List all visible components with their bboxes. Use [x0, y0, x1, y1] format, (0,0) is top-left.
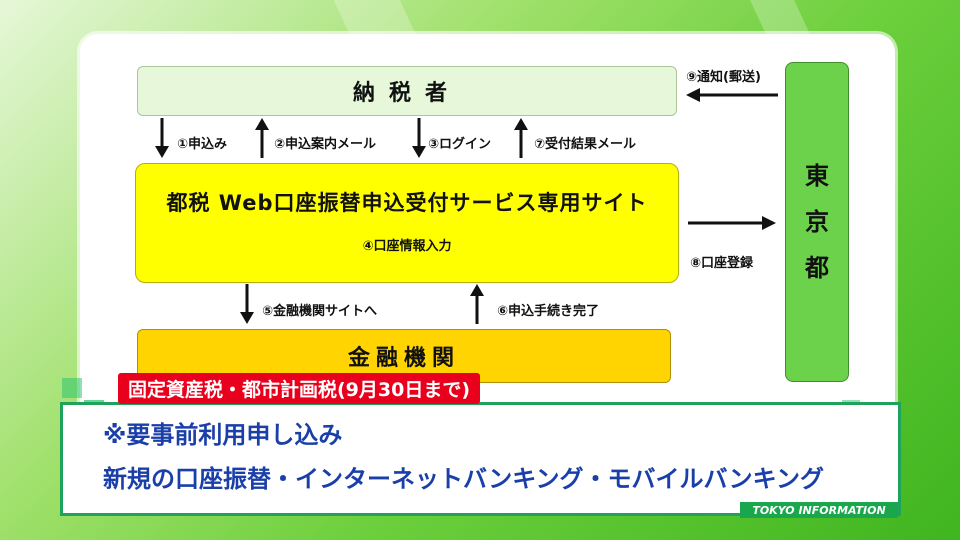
- step-2-label: ②申込案内メール: [274, 137, 377, 152]
- tokyo-char: 東: [805, 162, 829, 190]
- tokyo-box: 東 京 都: [785, 62, 849, 382]
- caption-line-2: 新規の口座振替・インターネットバンキング・モバイルバンキング: [103, 465, 824, 493]
- tax-banner: 固定資産税・都市計画税(9月30日まで): [118, 373, 481, 404]
- web-site-title: 都税 Web口座振替申込受付サービス専用サイト: [166, 190, 648, 215]
- step-1-label: ①申込み: [177, 137, 228, 152]
- taxpayer-box: 納税者: [137, 66, 677, 116]
- tokyo-char: 京: [805, 208, 829, 236]
- arrow-down-icon: [240, 284, 254, 324]
- tokyo-char: 都: [805, 254, 829, 282]
- step-5-label: ⑤金融機関サイトへ: [262, 304, 378, 319]
- arrow-left-icon: [686, 88, 778, 102]
- caption-box: ※要事前利用申し込み 新規の口座振替・インターネットバンキング・モバイルバンキン…: [60, 402, 901, 516]
- arrow-right-icon: [688, 216, 776, 230]
- step-9-label: ⑨通知(郵送): [686, 70, 761, 85]
- web-site-subtitle: ④口座情報入力: [362, 238, 452, 254]
- step-6-label: ⑥申込手続き完了: [497, 304, 600, 319]
- web-site-box: 都税 Web口座振替申込受付サービス専用サイト ④口座情報入力: [135, 163, 679, 283]
- caption-line-1: ※要事前利用申し込み: [103, 421, 343, 449]
- arrow-down-icon: [155, 118, 169, 158]
- step-3-label: ③ログイン: [428, 137, 492, 152]
- brand-badge: TOKYO INFORMATION: [740, 502, 898, 518]
- arrow-up-icon: [255, 118, 269, 158]
- decor-square: [62, 378, 82, 398]
- step-7-label: ⑦受付結果メール: [534, 137, 637, 152]
- arrow-down-icon: [412, 118, 426, 158]
- step-8-label: ⑧口座登録: [690, 256, 754, 271]
- arrow-up-icon: [470, 284, 484, 324]
- arrow-up-icon: [514, 118, 528, 158]
